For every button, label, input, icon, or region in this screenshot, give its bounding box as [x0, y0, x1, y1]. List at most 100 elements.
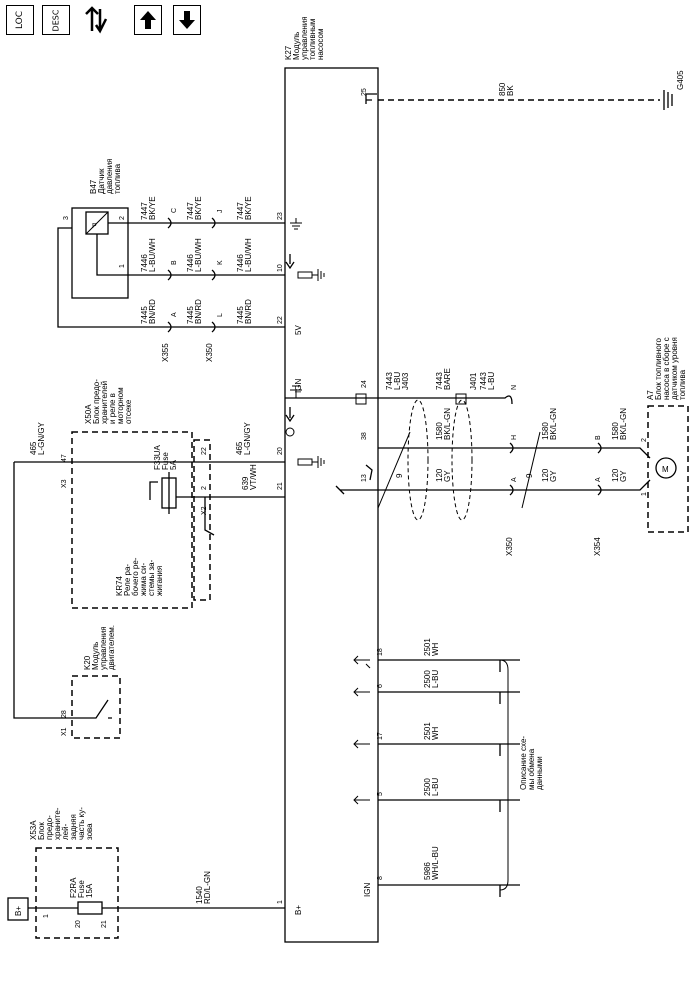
- fuse-f2ra-icon: [77, 901, 103, 915]
- wire-120-a: 120: [435, 468, 444, 482]
- wire-2501-a: 2501: [423, 638, 432, 656]
- x350-pin-j: J: [217, 210, 224, 214]
- a7-name-4: топлива: [678, 369, 687, 400]
- signal-ground-icon: [290, 218, 302, 230]
- pin-label-ign-8: IGN: [363, 883, 372, 897]
- f2ra-ref: F2RA: [69, 877, 78, 898]
- x350-label-sensor: X350: [205, 343, 214, 362]
- x354-pin-a: A: [595, 477, 602, 482]
- x53a-name-2: предо-: [45, 815, 54, 840]
- x50a-name-3: и реле в: [108, 393, 117, 424]
- wire-465-a-color: L-GN/GY: [37, 421, 46, 455]
- wire-7446-b-color: L-BU/WH: [194, 238, 203, 272]
- f2ra-type: Fuse: [77, 880, 86, 898]
- wire-1580-b-color: BK/L-GN: [549, 408, 558, 440]
- pin-23: 23: [277, 212, 284, 220]
- pin-1: 1: [277, 900, 284, 904]
- x1-label: X1: [61, 727, 68, 736]
- pump-pin-2: 2: [641, 438, 648, 442]
- data-comm-desc-2: мы обмена: [527, 748, 536, 790]
- x354-pin-b: B: [595, 435, 602, 440]
- wire-7445-a: 7445: [140, 306, 149, 324]
- internal-switch-icon: [365, 464, 373, 481]
- pin-25: 25: [361, 88, 368, 96]
- x53a-name-5: задняя: [69, 814, 78, 840]
- pump-pin-1: 1: [641, 492, 648, 496]
- wire-7443-c: 7443: [479, 372, 488, 390]
- wire-2500-a-color: L-BU: [431, 670, 440, 688]
- x350-connector-sensor: X350: [205, 217, 216, 362]
- shield-ground-icon: [290, 385, 302, 398]
- arrow-down-icon: [179, 11, 195, 29]
- internal-arrow-icon: [285, 407, 295, 423]
- x53a-pin-21: 21: [101, 920, 108, 928]
- x355-pin-c: C: [171, 208, 178, 213]
- x355-label: X355: [161, 343, 170, 362]
- kr74-name-1: Реле ра-: [123, 564, 132, 596]
- k27-ref: K27: [284, 45, 293, 60]
- x53a-ref: X53A: [29, 820, 38, 840]
- arrow-up-icon: [140, 11, 156, 29]
- ground-symbol-icon: [663, 90, 673, 110]
- wire-639-color: VT/WH: [249, 464, 258, 490]
- data-communication-wiring: 18 2501 WH 6 2500 L-BU 17 2501 WH 5 2500…: [353, 638, 544, 897]
- wire-2501-b-color: WH: [431, 726, 440, 740]
- x50a-pin-22: 22: [201, 447, 208, 455]
- next-page-button[interactable]: [173, 5, 201, 35]
- pin-label-bplus: B+: [294, 905, 303, 915]
- motor-icon: [655, 457, 677, 479]
- pu-label: P: [92, 223, 97, 230]
- wire-5986: 5986: [423, 862, 432, 880]
- bidirectional-arrow-icon-17: [353, 739, 370, 749]
- wire-7445-c-color: BN/RD: [244, 299, 253, 324]
- wire-1540: 1540: [195, 886, 204, 904]
- x1-pin-28: 28: [61, 710, 68, 718]
- wire-120-c-color: GY: [619, 470, 628, 482]
- fuel-pressure-sensor-b47: P B47 Датчик давления топлива 3 2 1: [63, 158, 129, 299]
- x50a-name-1: Блок предо-: [92, 379, 101, 424]
- wire-7447-b: 7447: [186, 202, 195, 220]
- x350-pin-l: L: [217, 313, 224, 317]
- pin-17: 17: [377, 732, 384, 740]
- wire-850-color: BK: [506, 85, 515, 96]
- bidirectional-arrow-icon-18: [353, 655, 371, 669]
- resistor-20-icon: [297, 458, 313, 466]
- previous-page-button[interactable]: [134, 5, 162, 35]
- wire-1540-color: RD/L-GN: [203, 871, 212, 904]
- f33ua-type: Fuse: [161, 452, 170, 470]
- ignition-wiring: 465 L-GN/GY 47 X3 465 L-GN/GY 22 20 639 …: [13, 421, 325, 739]
- toolbar: LOC DESC: [0, 0, 700, 44]
- wire-2500-b: 2500: [423, 778, 432, 796]
- shield-ellipse-1: [407, 399, 429, 521]
- kr74-name-3: жима си-: [139, 563, 148, 596]
- fuse-block-x53a: [35, 847, 119, 939]
- wire-465-b-color: L-GN/GY: [243, 421, 252, 455]
- x350-pin-a: A: [511, 477, 518, 482]
- x354-label: X354: [593, 537, 602, 556]
- wire-639: 639: [241, 476, 250, 490]
- x355-connector: X355: [161, 217, 172, 362]
- location-view-button[interactable]: LOC: [6, 5, 34, 35]
- battery-fuse-circuit: X53A Блок предо- храните- лей- задняя ча…: [7, 807, 285, 939]
- x50a-name-5: отсеке: [124, 399, 133, 424]
- ecm-k20-box: [71, 675, 121, 739]
- wire-2500-b-color: L-BU: [431, 778, 440, 796]
- shield-ellipse-2: [451, 399, 473, 521]
- connector-swap-button[interactable]: [82, 5, 110, 35]
- pin-24: 24: [361, 380, 368, 388]
- wire-7445-c: 7445: [236, 306, 245, 324]
- a7-name-1: Блок топливного: [654, 338, 663, 400]
- wire-465-a: 465: [29, 441, 38, 455]
- kr74-name-2: бочего ре-: [131, 557, 140, 596]
- sensor-wiring: X355 X350 C B A J K L 7447 BK/YE 7447 BK…: [57, 196, 325, 362]
- g405-label: G405: [676, 70, 685, 90]
- x3-pin-47: 47: [61, 454, 68, 462]
- wire-7443-a-color: L-BU: [393, 372, 402, 390]
- b47-pin-1: 1: [119, 264, 126, 268]
- data-comm-desc-3: данными: [535, 756, 544, 790]
- fuse-block-x50a: X50A Блок предо- хранителей и реле в мот…: [71, 379, 211, 609]
- description-view-button[interactable]: DESC: [42, 5, 70, 35]
- wire-7446-b: 7446: [186, 254, 195, 272]
- data-comm-desc-1: Описание схе-: [519, 736, 528, 790]
- k20-name-2: управления: [99, 626, 108, 670]
